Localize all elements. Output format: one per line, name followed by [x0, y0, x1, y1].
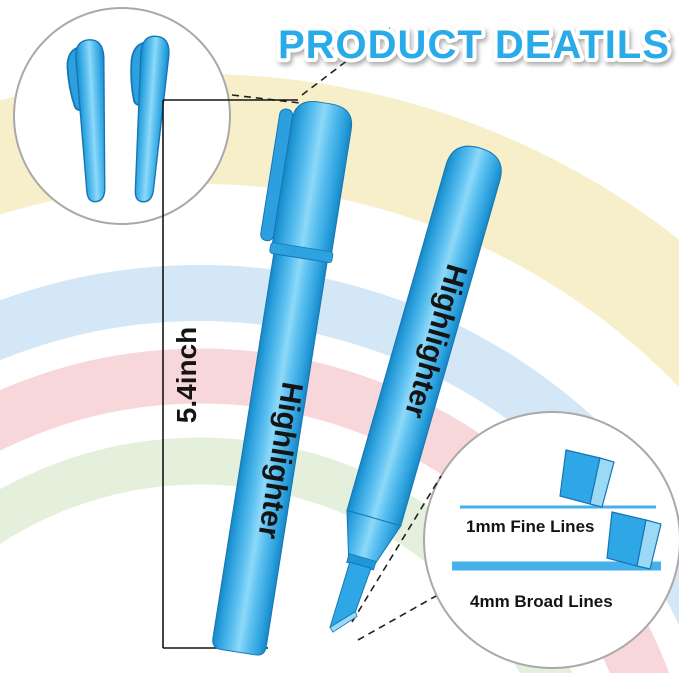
rainbow-arc-pink: [0, 348, 670, 673]
fine-line-sample: [460, 505, 656, 509]
connector-tip-lower: [357, 595, 437, 641]
cap-detail-callout: [13, 7, 231, 225]
rainbow-arc-green: [0, 437, 573, 673]
page-title: PRODUCT DEATILS: [278, 23, 670, 67]
chisel-tip: [329, 561, 372, 629]
chisel-tip-face: [329, 611, 358, 633]
pen-cap-icon: [66, 39, 106, 203]
pen-cap: [271, 101, 353, 259]
pen-barrel: [212, 253, 328, 656]
measurement-label: 5.4inch: [171, 327, 202, 423]
tip-detail-callout: 1mm Fine Lines 4mm Broad Lines: [423, 411, 679, 669]
broad-line-label: 4mm Broad Lines: [470, 592, 613, 611]
callout-connectors: [231, 27, 442, 641]
pen-cap-icon: [130, 35, 170, 203]
rainbow-arc-blue: [0, 265, 679, 626]
pen-barrel: [346, 145, 502, 527]
connector-title: [301, 27, 391, 96]
cap-detail-circle: [13, 7, 231, 225]
broad-line-sample: [452, 561, 661, 571]
connector-tip-upper: [351, 475, 442, 623]
fine-line-label: 1mm Fine Lines: [466, 517, 594, 536]
tip-detail-circle: [423, 411, 679, 669]
title-group: PRODUCT DEATILS: [274, 19, 673, 71]
chisel-tip-icon: [559, 449, 615, 508]
chisel-tip-icon: [606, 511, 662, 570]
